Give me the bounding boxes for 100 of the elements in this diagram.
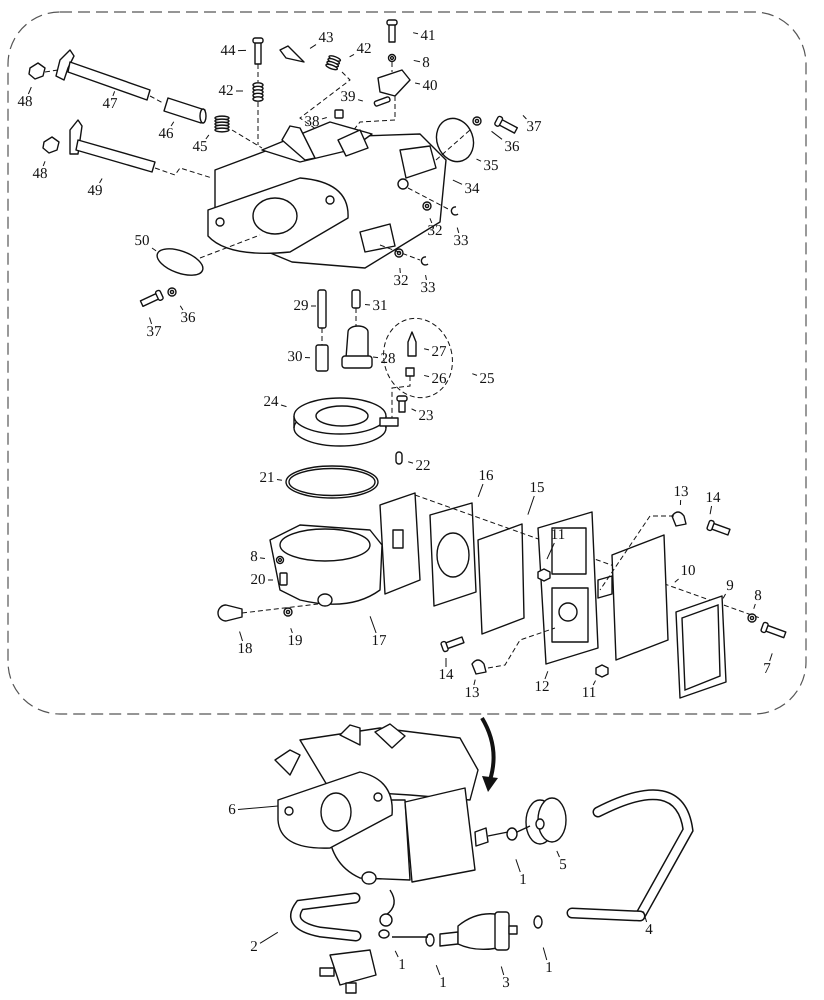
callout-number: 47	[102, 96, 118, 112]
callout-number: 45	[192, 139, 208, 155]
leader-line	[412, 32, 418, 34]
callout-number: 11	[550, 527, 566, 543]
leader-line	[304, 357, 310, 358]
callout-number: 46	[158, 126, 174, 142]
callout-number: 11	[580, 685, 598, 701]
leader-line	[364, 304, 370, 306]
callout-number: 16	[478, 468, 494, 484]
leader-line	[414, 82, 420, 84]
callout-number: 33	[452, 233, 470, 249]
leader-line	[472, 373, 478, 376]
leader-line	[592, 680, 596, 686]
leader-line	[152, 248, 157, 252]
leader-line	[436, 964, 440, 976]
callout-number: 14	[704, 490, 722, 506]
callout-number: 37	[146, 324, 162, 340]
callout-number: 25	[478, 371, 496, 387]
callout-number: 22	[414, 458, 432, 474]
callout-number: 1	[544, 960, 554, 976]
callout-number: 35	[482, 158, 500, 174]
callout-number: 41	[420, 28, 436, 44]
leader-line	[322, 117, 328, 120]
callout-number: 5	[558, 857, 568, 873]
leader-line	[170, 121, 174, 126]
callout-number: 24	[262, 394, 280, 410]
callout-number: 4	[644, 922, 654, 938]
leader-line	[544, 670, 548, 680]
callout-number: 42	[356, 41, 372, 57]
callout-number: 38	[304, 114, 320, 130]
leader-line	[515, 858, 521, 872]
leader-line	[680, 500, 682, 506]
callout-number: 13	[464, 685, 480, 701]
leader-line	[180, 305, 184, 310]
leader-line	[542, 947, 548, 960]
callout-number: 50	[134, 233, 150, 249]
callout-number: 6	[227, 802, 237, 818]
leader-line	[556, 850, 560, 858]
leader-line	[500, 966, 504, 976]
leader-line	[236, 90, 244, 92]
callout-number: 32	[392, 273, 410, 289]
leader-line	[349, 54, 354, 58]
callout-number: 29	[292, 298, 310, 314]
callout-number: 48	[16, 94, 34, 110]
leader-line	[99, 178, 103, 184]
leader-line	[276, 479, 282, 481]
leader-line	[239, 630, 244, 642]
leader-line	[452, 180, 462, 185]
leader-line	[753, 604, 756, 610]
leader-line	[260, 557, 266, 559]
leader-line	[370, 616, 377, 634]
leader-line	[394, 950, 399, 958]
callout-number: 31	[372, 298, 388, 314]
leader-line	[149, 316, 152, 324]
leader-line	[546, 542, 555, 560]
leader-line	[238, 50, 246, 52]
callout-number: 49	[86, 183, 104, 199]
callout-number: 43	[318, 30, 334, 46]
leader-line	[674, 578, 680, 583]
leader-line	[372, 356, 378, 358]
callout-number: 34	[464, 181, 480, 197]
leader-line	[260, 932, 278, 944]
callout-number: 8	[421, 55, 431, 71]
callout-number: 28	[380, 351, 396, 367]
callout-number: 27	[430, 344, 448, 360]
callout-number: 36	[504, 139, 520, 155]
callout-number: 26	[430, 371, 448, 387]
callout-number: 39	[340, 89, 356, 105]
callout-number: 12	[534, 679, 550, 695]
callout-number: 18	[236, 641, 254, 657]
leader-line	[280, 404, 287, 408]
leader-line	[478, 484, 484, 498]
leader-line	[527, 496, 535, 516]
callout-number: 30	[286, 349, 304, 365]
leader-line	[112, 90, 116, 96]
callout-number: 1	[397, 957, 407, 973]
leader-line	[424, 374, 430, 378]
leader-line	[399, 268, 401, 274]
callout-number: 40	[422, 78, 438, 94]
leader-line	[310, 44, 316, 49]
leader-line	[424, 348, 430, 350]
leader-line	[522, 114, 527, 120]
callout-number: 10	[680, 563, 696, 579]
leader-line	[290, 628, 293, 634]
leader-line	[42, 160, 46, 166]
callout-number: 1	[518, 872, 528, 888]
callout-number: 13	[672, 484, 690, 500]
callout-number: 2	[249, 939, 259, 955]
callout-number: 1	[438, 975, 448, 991]
callout-number: 3	[501, 975, 511, 991]
callout-number: 20	[250, 572, 266, 588]
leader-line	[205, 134, 210, 140]
callout-number: 9	[725, 578, 735, 594]
leader-line	[429, 218, 432, 224]
callout-number: 48	[32, 166, 48, 182]
callout-number: 17	[370, 633, 388, 649]
callout-number: 32	[426, 223, 444, 239]
leader-line	[769, 652, 773, 662]
leader-line	[28, 86, 32, 94]
callout-number: 37	[526, 119, 542, 135]
